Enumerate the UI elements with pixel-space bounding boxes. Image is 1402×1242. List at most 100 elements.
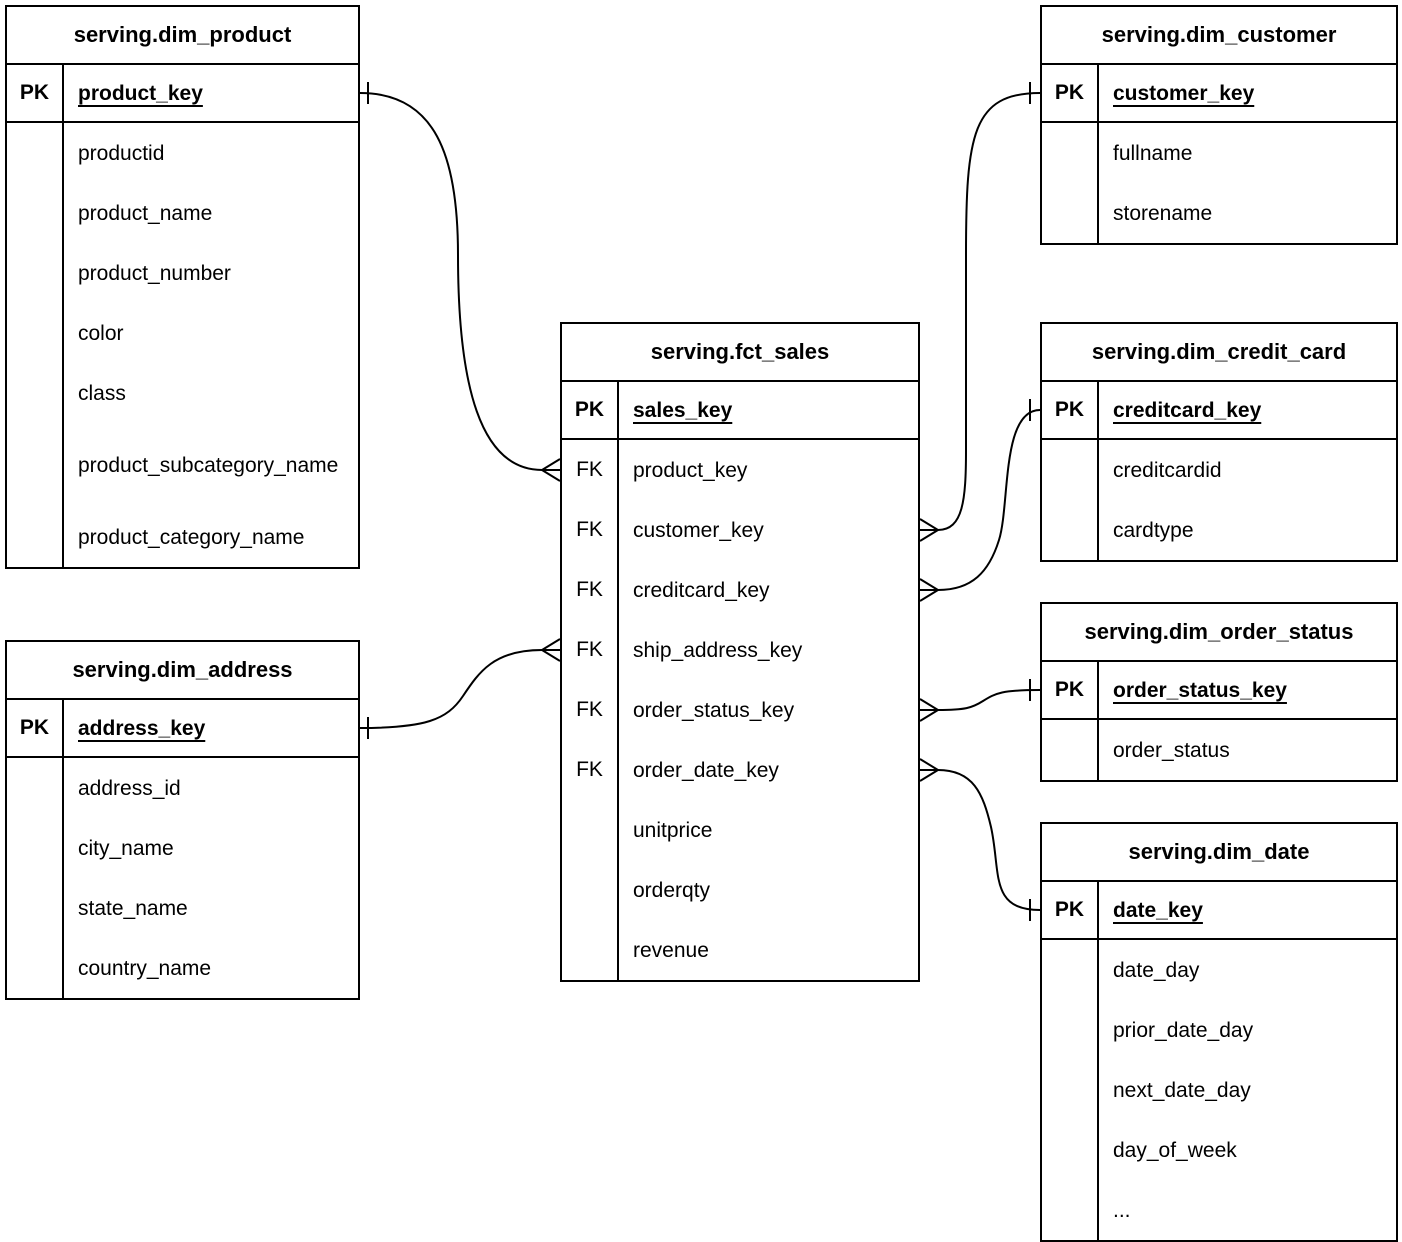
pk-row: PK product_key (7, 65, 358, 123)
key-cell (7, 423, 64, 507)
field-name: ship_address_key (633, 638, 803, 662)
field-name: product_subcategory_​name (78, 453, 339, 477)
key-cell (7, 363, 64, 423)
field-name: state_name (78, 896, 188, 920)
relationship-line (937, 409, 1041, 591)
crows-foot-many-icon (919, 698, 939, 722)
field-row: storename (1042, 183, 1396, 243)
field-name: storename (1113, 201, 1213, 225)
key-label: FK (562, 620, 619, 680)
field-row: product_category_name (7, 507, 358, 567)
field-name: unitprice (633, 818, 713, 842)
key-label: FK (562, 440, 619, 500)
field-row: fullname (1042, 123, 1396, 183)
field-name: product_number (78, 261, 231, 285)
fk-field-row: FK product_key (562, 440, 918, 500)
field-row: product_subcategory_​name (7, 423, 358, 507)
key-label: PK (1042, 65, 1099, 121)
pk-field-name: product_key (78, 81, 203, 105)
field-name: country_name (78, 956, 212, 980)
relationship-fct-customer (919, 82, 1041, 542)
key-label: FK (562, 500, 619, 560)
field-name: product_category_name (78, 525, 305, 549)
relationship-line (937, 769, 1041, 911)
field-name: productid (78, 141, 165, 165)
key-cell (1042, 440, 1099, 500)
pk-row: PK creditcard_key (1042, 382, 1396, 440)
field-name: date_day (1113, 958, 1200, 982)
pk-field-name: address_key (78, 716, 206, 740)
relationship-line (937, 92, 1041, 531)
relationship-fct-order-date (919, 758, 1041, 921)
field-name: next_date_day (1113, 1078, 1251, 1102)
table-title: serving.dim_date (1042, 824, 1396, 882)
field-name: color (78, 321, 124, 345)
field-name: order_status (1113, 738, 1230, 762)
field-name: order_status_key (633, 698, 795, 722)
table-title: serving.dim_credit_card (1042, 324, 1396, 382)
field-row: creditcardid (1042, 440, 1396, 500)
field-name: creditcard_key (633, 578, 770, 602)
field-name: city_name (78, 836, 174, 860)
key-cell (562, 860, 619, 920)
table-serving-dim-order-status: serving.dim_order_status PK order_status… (1040, 602, 1398, 782)
field-row: revenue (562, 920, 918, 980)
field-row: date_day (1042, 940, 1396, 1000)
table-serving-dim-credit-card: serving.dim_credit_card PK creditcard_ke… (1040, 322, 1398, 562)
field-row: class (7, 363, 358, 423)
pk-row: PK address_key (7, 700, 358, 758)
pk-row: PK customer_key (1042, 65, 1396, 123)
key-cell (7, 878, 64, 938)
relationship-fct-address (359, 638, 561, 739)
crows-foot-many-icon (541, 458, 561, 482)
field-name: ... (1113, 1198, 1131, 1222)
field-name: orderqty (633, 878, 711, 902)
key-cell (7, 818, 64, 878)
field-row: product_number (7, 243, 358, 303)
key-cell (1042, 1120, 1099, 1180)
field-row: unitprice (562, 800, 918, 860)
field-name: order_date_key (633, 758, 779, 782)
field-row: color (7, 303, 358, 363)
field-row: order_status (1042, 720, 1396, 780)
field-name: cardtype (1113, 518, 1194, 542)
relationship-line (937, 689, 1041, 711)
table-title: serving.dim_order_status (1042, 604, 1396, 662)
key-cell (7, 938, 64, 998)
relationship-line (359, 92, 543, 471)
table-serving-dim-product: serving.dim_product PK product_key produ… (5, 5, 360, 569)
key-cell (1042, 1060, 1099, 1120)
field-name: revenue (633, 938, 709, 962)
key-label: PK (7, 700, 64, 756)
key-cell (7, 507, 64, 567)
relationship-line (359, 649, 543, 729)
pk-field-name: customer_key (1113, 81, 1255, 105)
key-label: PK (1042, 882, 1099, 938)
field-name: fullname (1113, 141, 1193, 165)
key-cell (1042, 1180, 1099, 1240)
key-label: PK (7, 65, 64, 121)
field-row: state_name (7, 878, 358, 938)
relationship-fct-creditcard (919, 399, 1041, 602)
field-name: customer_key (633, 518, 764, 542)
crows-foot-many-icon (919, 758, 939, 782)
pk-field-name: sales_key (633, 398, 733, 422)
field-row: ... (1042, 1180, 1396, 1240)
key-cell (7, 303, 64, 363)
pk-field-name: date_key (1113, 898, 1203, 922)
crows-foot-many-icon (919, 518, 939, 542)
key-cell (1042, 720, 1099, 780)
field-name: product_key (633, 458, 748, 482)
field-name: creditcardid (1113, 458, 1222, 482)
table-serving-dim-customer: serving.dim_customer PK customer_key ful… (1040, 5, 1398, 245)
key-cell (1042, 1000, 1099, 1060)
key-label: PK (1042, 662, 1099, 718)
fk-field-row: FK ship_address_key (562, 620, 918, 680)
key-label: PK (1042, 382, 1099, 438)
field-row: orderqty (562, 860, 918, 920)
table-title: serving.fct_sales (562, 324, 918, 382)
relationship-fct-product (359, 82, 561, 482)
